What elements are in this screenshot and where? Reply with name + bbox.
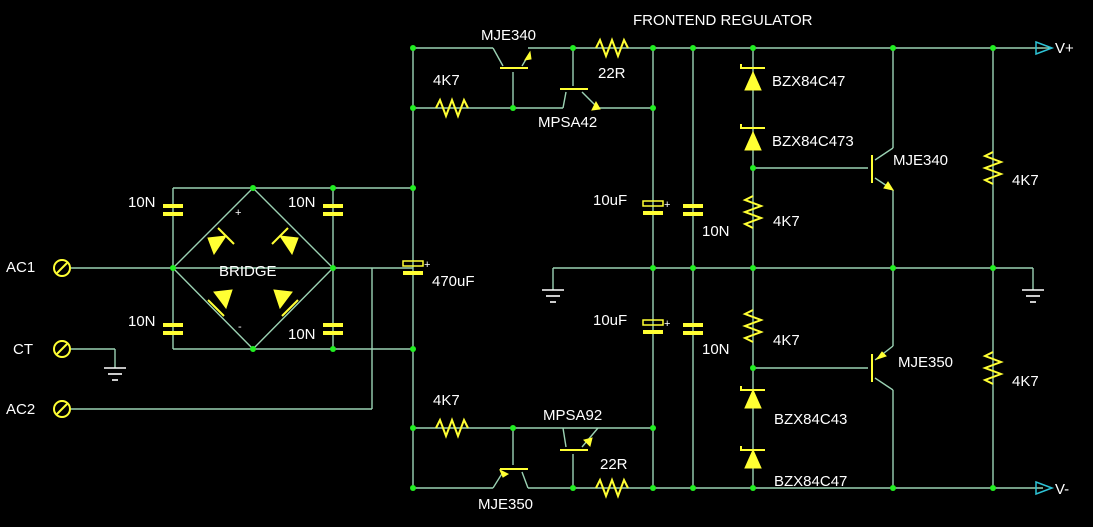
cap-out-top-plus: + — [664, 199, 670, 211]
terminal-ct — [53, 340, 71, 358]
label-r-zener-top: 4K7 — [773, 213, 800, 230]
label-ct: CT — [13, 341, 33, 358]
label-r-load-top: 4K7 — [1012, 172, 1039, 189]
label-ac1: AC1 — [6, 259, 35, 276]
label-q-out-top: MJE340 — [893, 152, 948, 169]
label-q-bot-pass: MJE350 — [478, 496, 533, 513]
label-z1: BZX84C47 — [772, 73, 845, 90]
terminal-vpos-icon — [1035, 40, 1055, 56]
label-r-top-base: 4K7 — [433, 72, 460, 89]
cap-bridge-tr — [323, 204, 343, 208]
label-z4: BZX84C47 — [774, 473, 847, 490]
cap-bridge-br — [323, 323, 343, 327]
terminal-ac2 — [53, 400, 71, 418]
label-c-bridge-tr: 10N — [288, 194, 316, 211]
label-r-load-bot: 4K7 — [1012, 373, 1039, 390]
label-q-out-bot: MJE350 — [898, 354, 953, 371]
label-z2: BZX84C473 — [772, 133, 854, 150]
label-c-film-top: 10N — [702, 223, 730, 240]
label-q-top-ctrl: MPSA42 — [538, 114, 597, 131]
label-r-top-sense: 22R — [598, 65, 626, 82]
label-z3: BZX84C43 — [774, 411, 847, 428]
cap-film-top — [683, 204, 703, 208]
junction-dots — [170, 45, 996, 491]
zener-diode-icon — [740, 64, 765, 469]
label-c-film-bot: 10N — [702, 341, 730, 358]
label-vpos: V+ — [1055, 40, 1074, 57]
resistor-icon — [435, 37, 1004, 499]
label-r-bot-sense: 22R — [600, 456, 628, 473]
bridge-diode-icon — [207, 227, 299, 317]
label-vneg: V- — [1055, 481, 1069, 498]
label-q-bot-ctrl: MPSA92 — [543, 407, 602, 424]
ground-icon-right — [1022, 289, 1044, 303]
label-r-zener-bot: 4K7 — [773, 332, 800, 349]
electrolytic-capacitor-icon: + + + — [402, 199, 670, 334]
ground-icon-left — [542, 289, 564, 303]
label-c-out-bot: 10uF — [593, 312, 627, 329]
label-r-bot-base: 4K7 — [433, 392, 460, 409]
cap-main-plus: + — [424, 259, 430, 271]
label-c-main: 470uF — [432, 273, 475, 290]
terminal-ac1 — [53, 259, 71, 277]
label-c-bridge-br: 10N — [288, 326, 316, 343]
label-c-bridge-bl: 10N — [128, 313, 156, 330]
ground-icon-ct — [104, 367, 126, 381]
label-c-out-top: 10uF — [593, 192, 627, 209]
cap-film-bot — [683, 323, 703, 327]
terminal-vneg-icon — [1035, 480, 1055, 496]
bridge-plus: + — [235, 207, 241, 219]
transistor-icon — [492, 47, 895, 489]
bridge-minus: - — [238, 321, 242, 333]
label-ac2: AC2 — [6, 401, 35, 418]
cap-bridge-tl — [163, 204, 183, 208]
label-q-top-pass: MJE340 — [481, 27, 536, 44]
label-c-bridge-tl: 10N — [128, 194, 156, 211]
capacitor-icon — [163, 204, 703, 335]
cap-out-bot-plus: + — [664, 318, 670, 330]
page-title: FRONTEND REGULATOR — [633, 12, 813, 29]
bridge-label: BRIDGE — [219, 263, 277, 280]
cap-bridge-bl — [163, 323, 183, 327]
